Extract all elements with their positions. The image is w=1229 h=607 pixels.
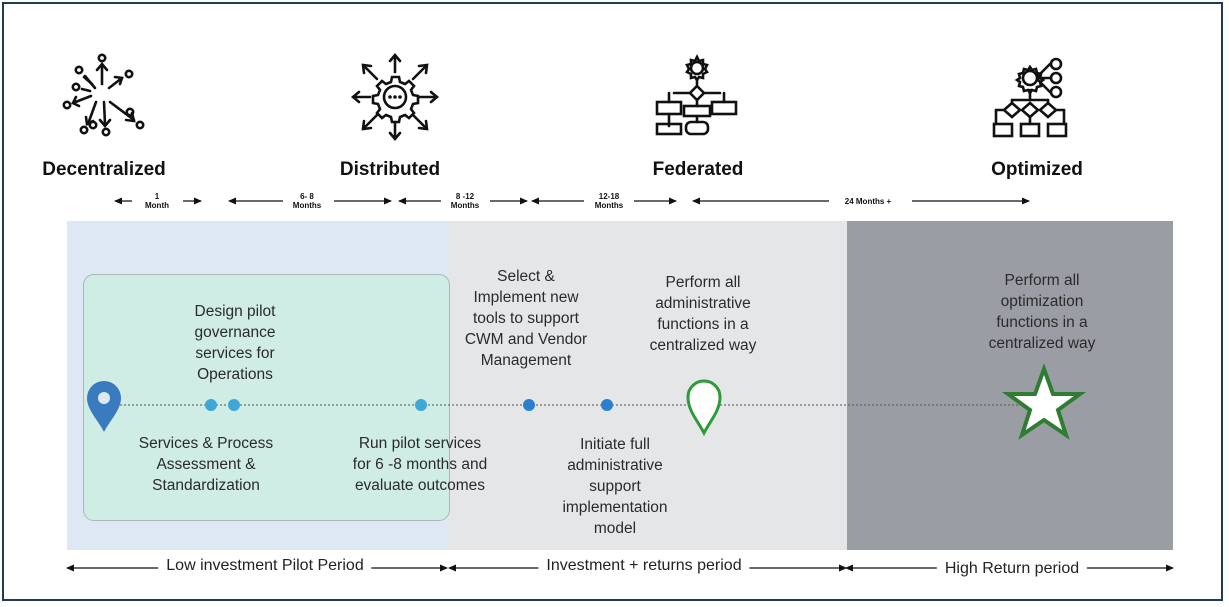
gear-flowchart-icon [655, 54, 738, 136]
stage-title-federated: Federated [652, 159, 744, 180]
duration-label-5: 24 Months + [844, 197, 892, 206]
optimized-flowchart-icon [992, 57, 1068, 138]
period-label-pilot: Low investment Pilot Period [158, 557, 372, 575]
milestone-dot-3 [415, 399, 427, 411]
start-pin-icon [87, 381, 121, 432]
milestone-select-implement: Select & Implement new tools to support … [464, 268, 588, 369]
stage-title-optimized: Optimized [991, 159, 1083, 180]
returns-period-panel [447, 221, 847, 550]
milestone-services-process: Services & Process Assessment & Standard… [138, 435, 274, 494]
stage-title-decentralized: Decentralized [42, 159, 166, 180]
milestone-dot-5 [601, 399, 613, 411]
period-label-returns: Investment + returns period [538, 557, 750, 575]
period-label-high-return: High Return period [936, 560, 1088, 578]
milestone-perform-optimization: Perform all optimization functions in a … [988, 272, 1096, 352]
milestone-perform-admin: Perform all administrative functions in … [649, 274, 757, 354]
milestone-run-pilot: Run pilot services for 6 -8 months and e… [352, 435, 488, 494]
milestone-dot-2 [228, 399, 240, 411]
scatter-arrows-icon [62, 53, 145, 137]
milestone-dot-1 [205, 399, 217, 411]
milestone-dot-4 [523, 399, 535, 411]
stage-title-distributed: Distributed [339, 159, 441, 180]
gear-arrows-icon [350, 52, 440, 142]
high-return-panel [847, 221, 1173, 550]
milestone-design-pilot: Design pilot governance services for Ope… [194, 303, 276, 383]
milestone-initiate-full: Initiate full administrative support imp… [562, 436, 668, 537]
optimized-star-icon [1001, 363, 1087, 440]
federated-pin-icon [686, 379, 722, 437]
pilot-box [83, 274, 450, 521]
